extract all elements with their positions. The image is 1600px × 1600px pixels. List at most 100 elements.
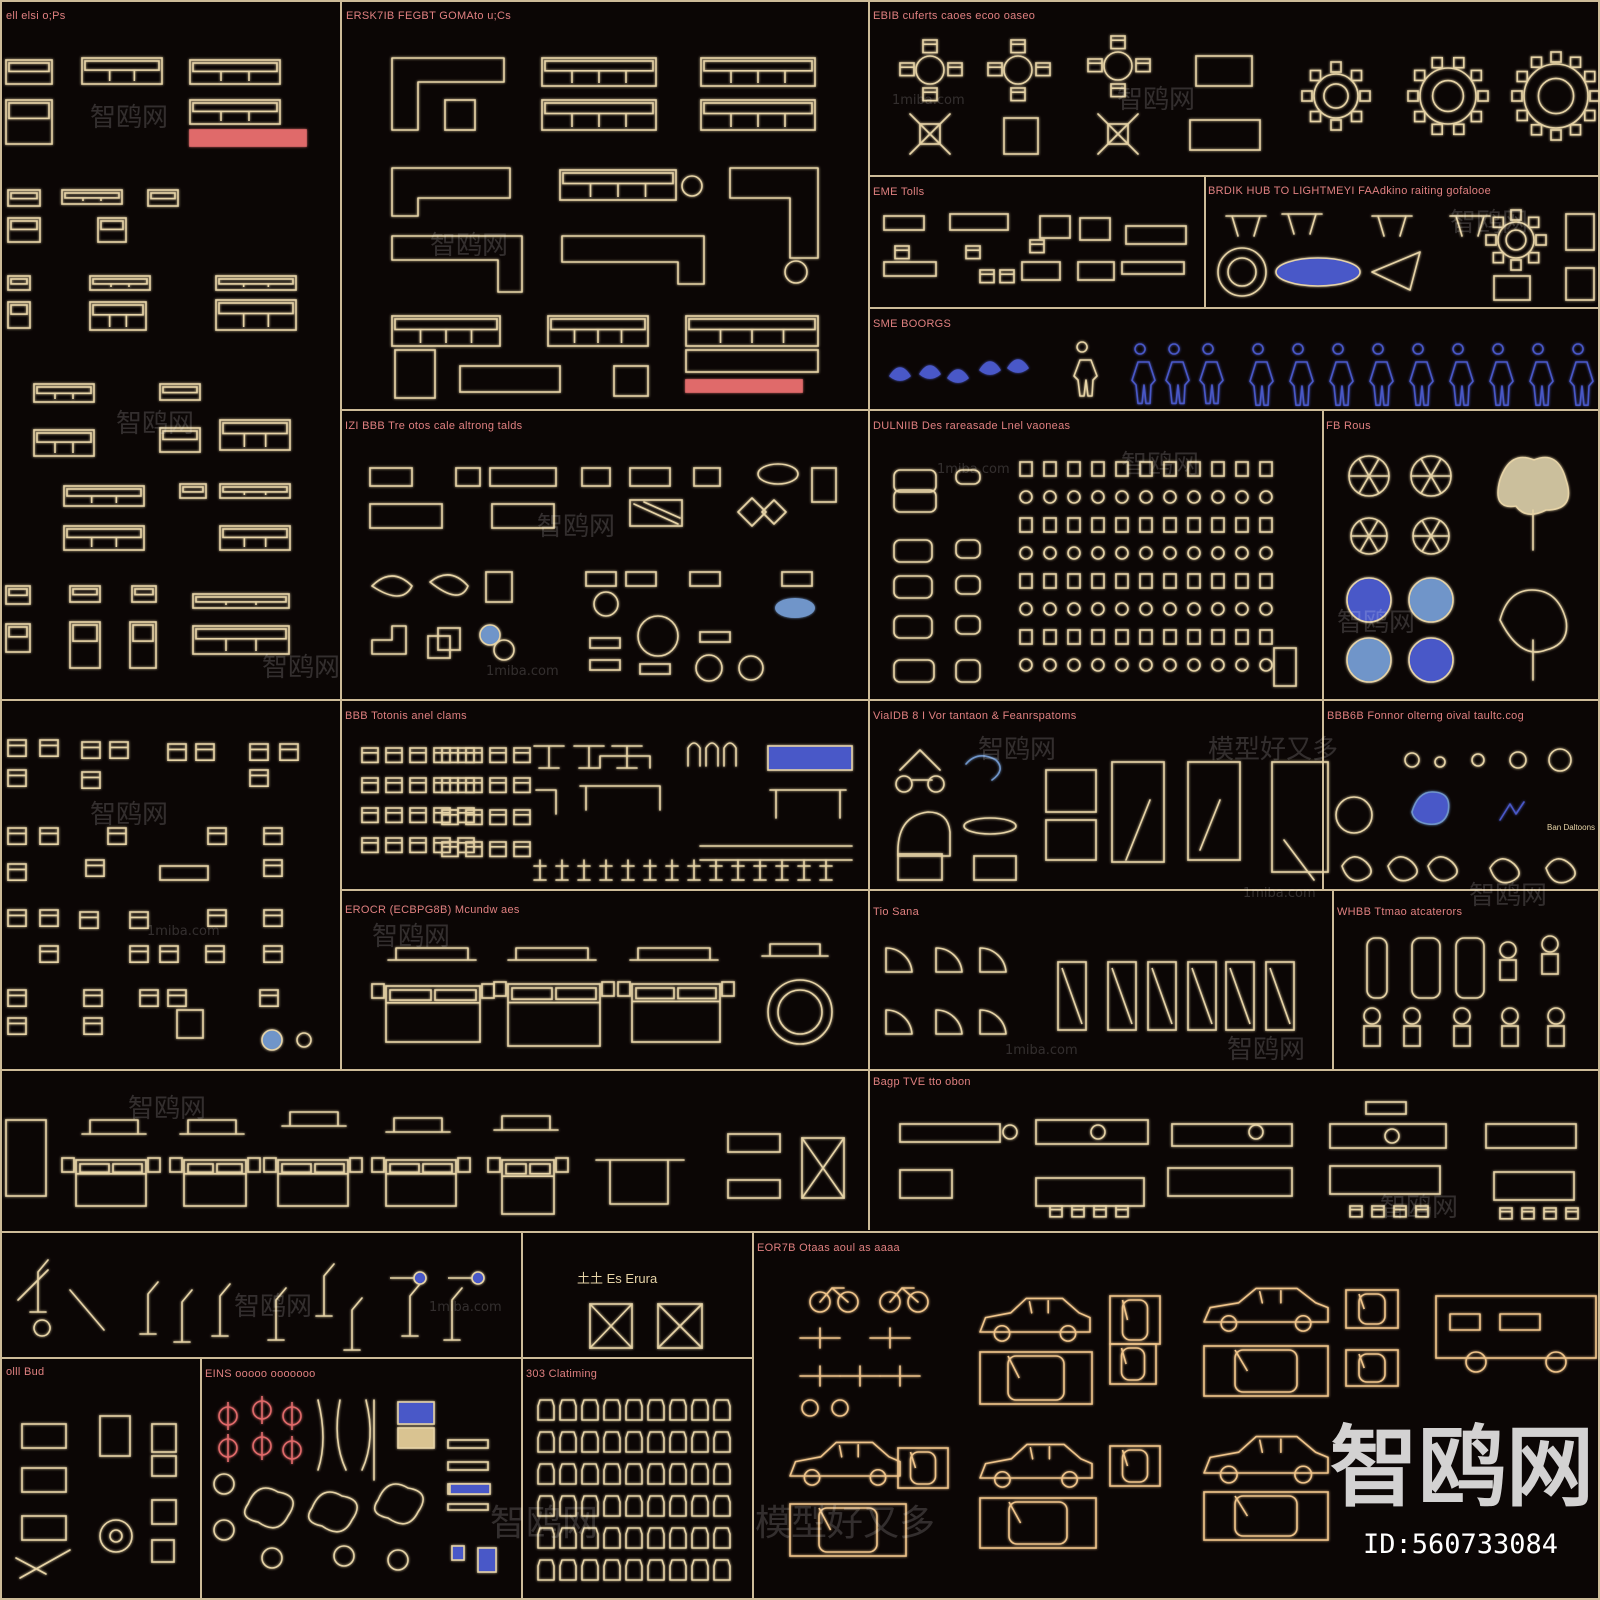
- sanitary-basin: [893, 659, 935, 683]
- sanitary-fixture: [1115, 461, 1129, 477]
- bench-side-view: [769, 789, 847, 819]
- coffee-table-block: [489, 467, 557, 487]
- round-table-chair: [1350, 110, 1363, 123]
- sofa-block: [700, 99, 816, 131]
- chair-block: [441, 809, 459, 826]
- lamp-head: [413, 1271, 427, 1285]
- appliance-top: [1501, 1007, 1519, 1025]
- table-block: [1021, 261, 1061, 281]
- decor-object: [1499, 801, 1525, 821]
- plant-leaf: [1430, 475, 1442, 494]
- chair-block: [409, 837, 427, 854]
- bed-side-view: [81, 1119, 147, 1135]
- sofa-block: [541, 57, 657, 87]
- sanitary-fixture: [1091, 573, 1105, 589]
- caravan-wheel: [1465, 1351, 1487, 1373]
- dining-table-block: [919, 123, 941, 145]
- sanitary-fixture: [1019, 658, 1033, 672]
- sanitary-fixture: [1019, 490, 1033, 504]
- plant-leaf: [1430, 458, 1442, 477]
- chair-block: [39, 945, 59, 964]
- chair-block: [83, 1017, 103, 1036]
- dining-table-block: [1189, 119, 1261, 151]
- dining-chairs-label: 土土 Es Erura: [577, 1271, 658, 1286]
- round-table-block: [1419, 67, 1477, 125]
- sanitary-fixture: [1235, 629, 1249, 645]
- door-elevation: [1107, 961, 1137, 1031]
- sofa-block: [5, 623, 31, 653]
- watermark-text: 智鸥网: [1450, 208, 1528, 238]
- car-top-block: [1109, 1445, 1161, 1487]
- sofa-block: [5, 59, 53, 85]
- car-roof: [1007, 1355, 1065, 1401]
- coffee-table-oval-blue: [775, 598, 815, 618]
- chair-block: [465, 777, 483, 794]
- bar-stool-block: [665, 859, 679, 881]
- sofa-backrest: [8, 62, 50, 73]
- watermark-site: 1miba.com: [486, 664, 559, 679]
- sofa-block: [33, 429, 95, 457]
- watermark-site: 1miba.com: [1243, 886, 1316, 901]
- bed-nightstand: [555, 1157, 569, 1173]
- kitchen-chairs: [1365, 1101, 1407, 1115]
- chair-block: [1543, 1207, 1557, 1220]
- chair-block: [83, 989, 103, 1008]
- chair-block: [1115, 1205, 1129, 1218]
- plant-block: [1346, 637, 1392, 683]
- clothing-item: [603, 1495, 621, 1517]
- bed-nightstand: [169, 1157, 183, 1173]
- bed-side-view: [387, 947, 477, 961]
- sanitary-fixture: [1043, 629, 1057, 645]
- bed-pillow: [314, 1163, 345, 1174]
- sofa-backrest: [192, 102, 278, 113]
- bed-block: [183, 1159, 247, 1207]
- sanitary-basin: [955, 575, 981, 595]
- door-diagonal: [1061, 967, 1083, 1025]
- motorbike-wheel: [831, 1399, 849, 1417]
- chair-block: [85, 859, 105, 878]
- round-table-chair: [1485, 234, 1497, 246]
- sanitary-fixture: [1163, 546, 1177, 560]
- sofa-backrest: [222, 486, 288, 493]
- door-elevation: [1187, 961, 1217, 1031]
- drum: [927, 775, 945, 793]
- appliance-top: [1547, 1007, 1565, 1025]
- clothing-blocks: [537, 1399, 731, 1581]
- chair-block: [81, 771, 101, 790]
- car-wheel: [1059, 1324, 1077, 1342]
- bath-accessory: [15, 1549, 71, 1579]
- sanitary-fixture: [1019, 517, 1033, 533]
- sanitary-fixture: [1259, 546, 1273, 560]
- kitchen-sink: [1002, 1124, 1018, 1140]
- sanitary-basin: [893, 615, 933, 639]
- sofa-backrest: [8, 626, 28, 638]
- door-elevation: [1265, 961, 1295, 1031]
- kitchen-counter: [1485, 1123, 1577, 1149]
- clothing-item: [669, 1399, 687, 1421]
- door-swing: [935, 947, 963, 973]
- table-side-view: [535, 785, 661, 815]
- chair-block: [965, 245, 981, 260]
- watermark-site: 1miba.com: [429, 1300, 502, 1315]
- sofa-backrest: [10, 192, 38, 200]
- bar-table-block: [533, 745, 565, 769]
- clothing-item: [669, 1559, 687, 1581]
- bed-blocks: [371, 943, 833, 1047]
- coffee-table-round: [593, 591, 619, 617]
- sofa-block: [559, 169, 677, 201]
- sofa-backrest: [10, 304, 28, 315]
- round-bed-block: [767, 979, 833, 1045]
- round-table-chair: [1470, 69, 1483, 82]
- clothing-item: [559, 1527, 577, 1549]
- table-side-view: [1225, 215, 1267, 237]
- blue-mat-block: [397, 1401, 435, 1425]
- sofa-block: [219, 419, 291, 451]
- round-table-chair: [1330, 61, 1342, 73]
- sanitary-fixture: [1043, 658, 1057, 672]
- blue-rug-block: [449, 1483, 491, 1495]
- clothing-item: [713, 1527, 731, 1549]
- sanitary-fixture: [1043, 602, 1057, 616]
- chair-side-view: [687, 742, 701, 767]
- caravan-wheel: [1545, 1351, 1567, 1373]
- mat-block: [397, 1427, 435, 1449]
